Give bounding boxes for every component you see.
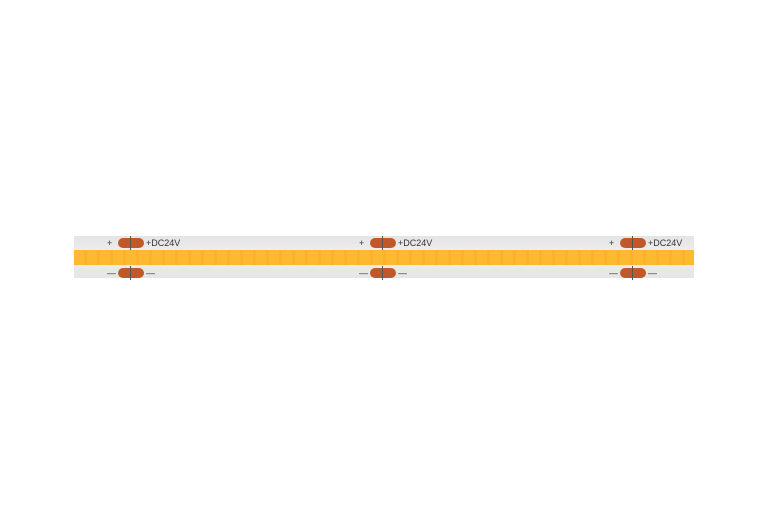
solder-pad-top [620,236,646,250]
solder-pad-bottom [370,266,396,280]
plus-label: + [107,238,113,248]
solder-pad-bottom [118,266,144,280]
voltage-label: +DC24V [146,238,181,248]
voltage-label: +DC24V [398,238,433,248]
plus-label: + [609,238,615,248]
solder-pad-top [370,236,396,250]
solder-pad-top [118,236,144,250]
minus-label: — [107,268,116,278]
cob-led-band [74,250,694,265]
minus-label: — [359,268,368,278]
minus-label: — [609,268,618,278]
minus-label: — [146,268,155,278]
voltage-label: +DC24V [648,238,683,248]
minus-label: — [398,268,407,278]
plus-label: + [359,238,365,248]
minus-label: — [648,268,657,278]
solder-pad-bottom [620,266,646,280]
led-strip: + +DC24V — — + +DC24V — — + +DC24V — — [74,236,694,280]
